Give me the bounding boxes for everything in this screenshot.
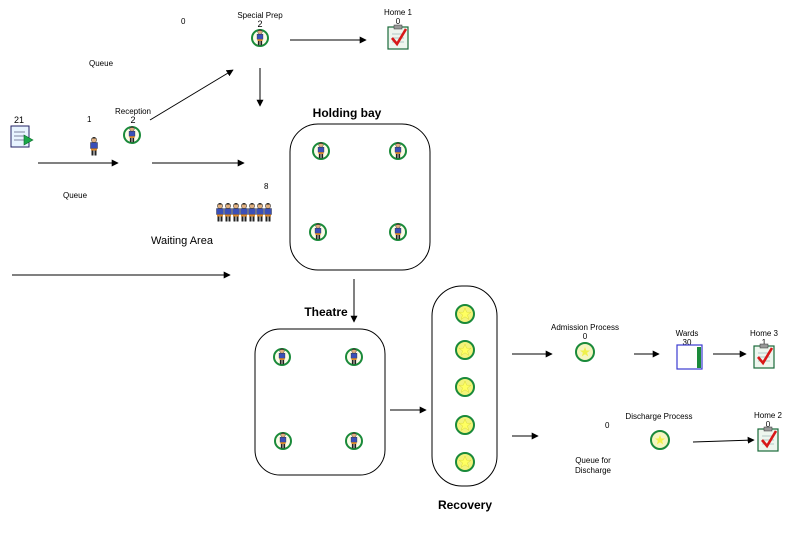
flow-arrows: [12, 36, 755, 444]
recovery-bed-4-icon: [455, 415, 475, 435]
arrow-reception-specialprep: [149, 69, 234, 121]
special-prep-label: Special Prep: [237, 11, 283, 20]
reception-station-icon: [124, 127, 140, 144]
arrival-clipboard-icon: [10, 125, 34, 148]
home3-count: 1: [762, 338, 767, 347]
home2-count: 0: [766, 420, 771, 429]
holding-bay-slot-2: [390, 143, 406, 160]
reception-queue-patient-icon: [90, 136, 98, 156]
queue-for-discharge-line2: Discharge: [575, 466, 612, 475]
home1-checked-clipboard-icon: [386, 23, 410, 51]
wards-label: Wards: [676, 329, 699, 338]
recovery-title: Recovery: [438, 498, 492, 512]
theatre-box: [254, 328, 386, 476]
recovery-bed-5-icon: [455, 452, 475, 472]
holding-bay-title: Holding bay: [313, 106, 382, 120]
admission-process-icon: [575, 342, 595, 362]
waiting-area-label: Waiting Area: [151, 235, 214, 247]
home3-checked-clipboard-icon: [752, 342, 776, 370]
queue-for-discharge-line1: Queue for: [575, 456, 611, 465]
reception-label: Reception: [115, 107, 151, 116]
theatre-slot-4: [346, 433, 362, 450]
holding-bay-slot-3: [310, 224, 326, 241]
home1-label: Home 1: [384, 8, 413, 17]
holding-bay-slot-1: [313, 143, 329, 160]
theatre-slot-2: [346, 349, 362, 366]
admission-process-count: 0: [583, 332, 588, 341]
special-prep-count: 2: [257, 19, 262, 29]
wards-count: 30: [683, 338, 692, 347]
home3-label: Home 3: [750, 329, 779, 338]
queue-top-label: Queue: [89, 59, 114, 68]
home2-label: Home 2: [754, 411, 783, 420]
recovery-bed-2-icon: [455, 340, 475, 360]
top-queue-count: 0: [181, 17, 186, 26]
recovery-bed-3-icon: [455, 377, 475, 397]
theatre-slot-1: [274, 349, 290, 366]
discharge-queue-count: 0: [605, 421, 610, 430]
waiting-area-patients: [216, 202, 272, 222]
arrow-discharge-home2: [692, 436, 755, 444]
waiting-area-count: 8: [264, 182, 269, 191]
theatre-slot-3: [275, 433, 291, 450]
special-prep-station-icon: [252, 30, 268, 47]
theatre-title: Theatre: [304, 305, 348, 319]
admission-process-label: Admission Process: [551, 323, 619, 332]
queue-bottom-label: Queue: [63, 191, 88, 200]
reception-count: 2: [130, 115, 135, 125]
discharge-process-icon: [650, 430, 670, 450]
recovery-bed-1-icon: [455, 304, 475, 324]
discharge-process-label: Discharge Process: [625, 412, 692, 421]
home2-checked-clipboard-icon: [756, 425, 780, 453]
holding-bay-box: [289, 123, 431, 271]
reception-queue-count: 1: [87, 115, 92, 124]
arrivals-count: 21: [14, 115, 24, 125]
wards-icon: [676, 344, 703, 370]
home1-count: 0: [396, 17, 401, 26]
holding-bay-slot-4: [390, 224, 406, 241]
